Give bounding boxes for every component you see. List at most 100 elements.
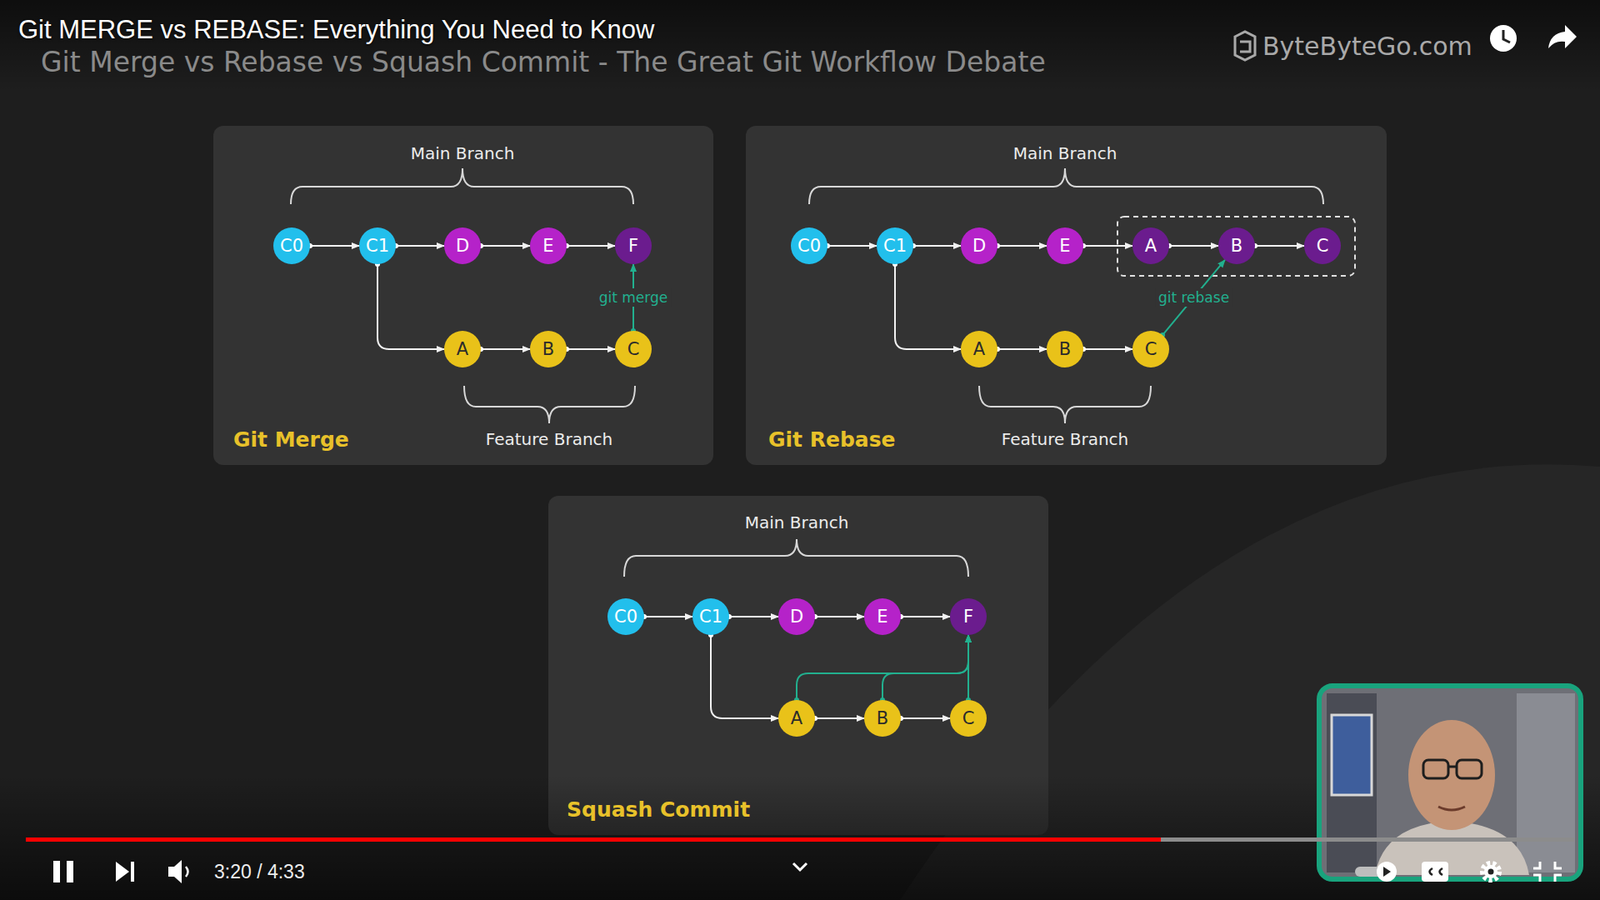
logo-cube	[1235, 31, 1255, 60]
text-anchor: Git Merge	[233, 427, 350, 452]
text-anchor: 3:20 / 4:33	[214, 860, 305, 884]
autoplay-track	[1355, 866, 1390, 877]
commit-link	[566, 245, 615, 247]
autoplay-knob	[1376, 861, 1397, 882]
webcam-curtain	[1516, 693, 1575, 873]
commit-circle: C	[1304, 227, 1341, 265]
commit-circle: B	[864, 700, 901, 737]
brace	[464, 385, 635, 424]
text-anchor: Main Branch	[745, 512, 850, 533]
commit-circle: A	[444, 330, 481, 368]
commit-label: A	[1145, 235, 1157, 256]
watermark: ByteByteGo.com	[1262, 31, 1473, 61]
brace	[624, 539, 969, 577]
progress-track	[25, 837, 1575, 842]
commit-label: A	[456, 339, 469, 360]
commit-circle: E	[864, 598, 901, 635]
commit-circle: C0	[790, 227, 828, 265]
panel-title: Git Rebase	[768, 427, 896, 452]
commit-label: A	[790, 708, 803, 729]
commit-link	[913, 245, 961, 247]
commit-link	[900, 717, 950, 720]
commit-link	[395, 245, 445, 247]
commit-circle: C0	[273, 227, 310, 265]
text-anchor: Feature Branch	[485, 429, 613, 450]
webcam-overlay	[1319, 685, 1581, 880]
next-icon	[115, 861, 130, 882]
volume-wave	[185, 866, 189, 877]
commit-link	[997, 245, 1047, 247]
commit-label: C0	[797, 235, 821, 256]
commit-circle: F	[615, 227, 652, 265]
commit-link	[1083, 348, 1133, 350]
commit-label: E	[542, 235, 554, 256]
commit-label: B	[1059, 339, 1071, 360]
commit-circle: C	[1132, 330, 1170, 368]
branch-label: Main Branch	[410, 143, 515, 164]
commit-circle: B	[1218, 227, 1255, 265]
commit-circle: B	[1046, 330, 1084, 368]
brace	[290, 168, 634, 205]
player-controls	[53, 860, 1562, 884]
volume-icon	[168, 860, 182, 884]
text-anchor: git merge	[595, 289, 672, 306]
panel-ground	[213, 125, 714, 465]
panel: Main BranchSquash CommitC0C1DEFABC	[548, 495, 1049, 835]
panel-title: Git Merge	[233, 427, 350, 452]
webcam-face	[1408, 720, 1495, 830]
pause-bar	[66, 860, 74, 883]
commit-circle: A	[1132, 227, 1170, 265]
commit-label: A	[973, 339, 985, 360]
panel: Main BranchFeature BranchGit RebaseC0C1D…	[745, 125, 1387, 465]
commit-link	[1255, 245, 1305, 247]
commit-circle: E	[1046, 227, 1084, 265]
edge-label: git rebase	[1155, 288, 1233, 307]
commit-label: F	[963, 606, 974, 627]
playback-time: 3:20 / 4:33	[214, 860, 305, 883]
commit-label: B	[542, 339, 555, 360]
commit-label: D	[972, 235, 986, 256]
pause-bar	[53, 860, 60, 883]
webcam-glasses	[1423, 760, 1482, 779]
text-anchor: Main Branch	[410, 143, 515, 164]
commit-label: E	[876, 606, 888, 627]
commit-label: C0	[614, 606, 638, 627]
commit-circle: D	[960, 227, 998, 265]
autoplay-play	[1383, 866, 1391, 877]
brace	[809, 168, 1324, 205]
git-operation-link	[967, 635, 970, 700]
player-top-icons	[1490, 25, 1577, 52]
commit-link	[729, 615, 779, 618]
cc-marks	[1430, 868, 1444, 875]
commit-circle: A	[960, 330, 998, 368]
commit-link	[895, 264, 961, 350]
clock-hands	[1503, 30, 1510, 43]
commit-label: C0	[280, 235, 304, 256]
panel-title: Squash Commit	[566, 797, 750, 822]
brace	[979, 385, 1151, 424]
commit-circle: C	[950, 700, 987, 737]
commit-circle: A	[778, 700, 815, 737]
commit-label: C	[962, 708, 975, 729]
branch-label: Main Branch	[745, 512, 850, 533]
lens	[1456, 760, 1482, 779]
cc-icon	[1421, 861, 1449, 882]
edge-label: git merge	[595, 288, 672, 307]
bridge	[1448, 765, 1457, 769]
text-anchor: Squash Commit	[566, 797, 750, 822]
text-anchor: Main Branch	[1013, 143, 1118, 164]
logo-icon	[1235, 31, 1255, 60]
gear-teeth	[1482, 863, 1500, 880]
commit-label: D	[455, 235, 470, 256]
branch-label: Feature Branch	[1001, 429, 1129, 450]
slide-title: Git Merge vs Rebase vs Squash Commit - T…	[40, 45, 1046, 79]
commit-link	[827, 245, 877, 247]
commit-label: C1	[365, 235, 390, 256]
text-anchor: ByteByteGo.com	[1262, 31, 1473, 61]
progress-played	[25, 837, 1161, 842]
text-anchor: Git Rebase	[768, 427, 896, 452]
commit-link	[815, 615, 865, 618]
commit-label: C	[1316, 235, 1330, 256]
gear-hole	[1488, 869, 1495, 875]
